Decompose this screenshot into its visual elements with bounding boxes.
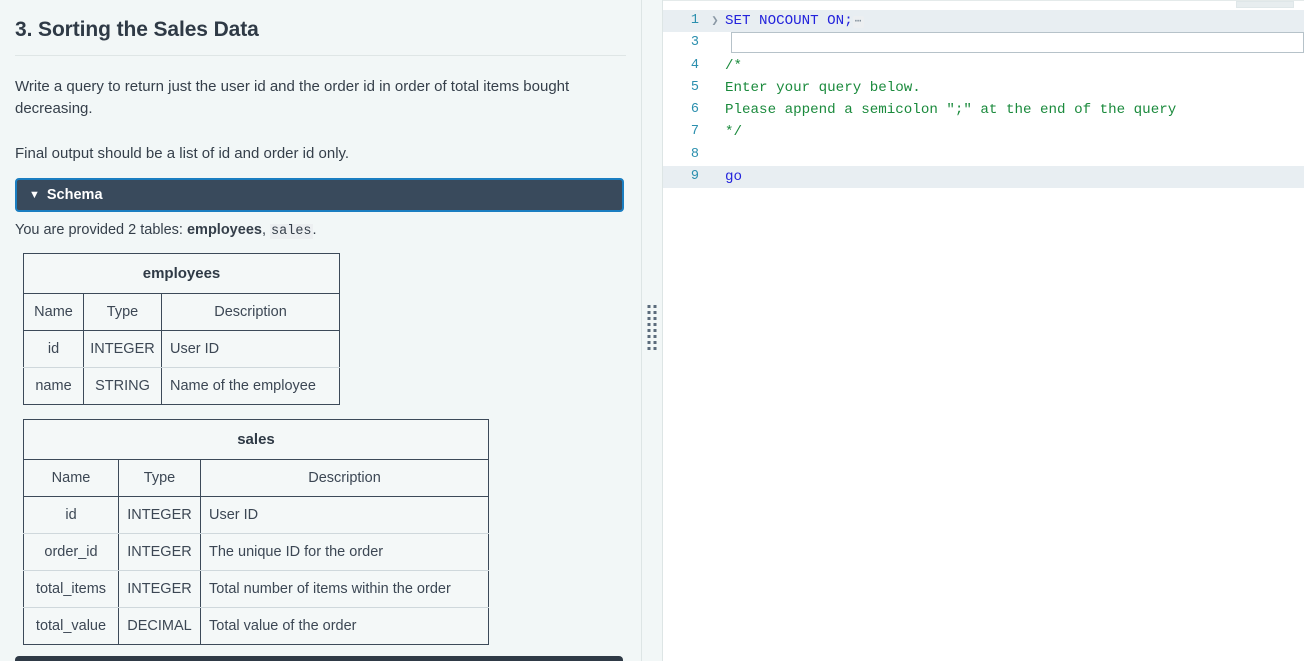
title-divider	[15, 55, 626, 56]
pane-resize-handle[interactable]	[641, 0, 663, 661]
problem-statement-paragraph-2: Final output should be a list of id and …	[15, 145, 350, 162]
cell-column-type: DECIMAL	[118, 607, 201, 645]
schema-accordion-label: Schema	[46, 187, 103, 203]
column-header-type: Type	[118, 459, 201, 497]
cell-column-type: INTEGER	[118, 570, 201, 608]
column-header-description: Description	[160, 293, 341, 331]
cell-column-name: id	[23, 496, 119, 534]
folded-region-ellipsis[interactable]: ⋯	[852, 15, 865, 28]
cell-column-name: total_items	[23, 570, 119, 608]
line-number: 8	[690, 146, 699, 162]
cell-column-description: Total number of items within the order	[200, 570, 489, 608]
drag-grip-icon	[647, 304, 657, 357]
table-row: total_items INTEGER Total number of item…	[23, 570, 489, 608]
cell-column-type: INTEGER	[83, 330, 162, 368]
code-line-text[interactable]: Please append a semicolon ";" at the end…	[725, 102, 1177, 119]
code-line[interactable]: 3	[663, 32, 1304, 54]
line-number: 1	[690, 13, 699, 28]
cell-column-name: total_value	[23, 607, 119, 645]
schema-intro-suffix: .	[312, 222, 317, 238]
cell-column-name: order_id	[23, 533, 119, 571]
sql-code-editor-pane[interactable]: 1 ❯ SET NOCOUNT ON;⋯ 3 4 /* 5 Enter your…	[663, 0, 1304, 661]
schema-table-employees: employees Name Type Description id INTEG…	[22, 253, 341, 405]
line-number: 4	[690, 57, 699, 73]
column-header-name: Name	[23, 293, 84, 331]
code-line[interactable]: 9 go	[663, 166, 1304, 189]
column-header-description: Description	[200, 459, 489, 497]
next-accordion-header[interactable]	[15, 656, 623, 661]
code-line-text[interactable]: */	[725, 124, 743, 141]
code-line[interactable]: 4 /*	[663, 55, 1304, 77]
cell-column-description: The unique ID for the order	[200, 533, 489, 571]
schema-table-title: sales	[23, 419, 489, 460]
table-row: id INTEGER User ID	[23, 496, 489, 534]
cell-column-description: User ID	[160, 330, 341, 368]
column-header-type: Type	[83, 293, 162, 331]
schema-intro-text: You are provided 2 tables: employees, sa…	[0, 212, 641, 239]
cell-column-type: INTEGER	[118, 496, 201, 534]
line-number: 9	[690, 169, 699, 185]
line-number: 7	[690, 124, 699, 140]
table-header-row: Name Type Description	[23, 293, 341, 331]
schema-table-title: employees	[22, 253, 341, 294]
table-row: order_id INTEGER The unique ID for the o…	[23, 533, 489, 571]
line-number: 3	[690, 35, 699, 51]
schema-intro-separator: ,	[261, 222, 271, 238]
cell-column-type: STRING	[83, 367, 162, 405]
cell-column-description: Name of the employee	[160, 367, 341, 405]
code-editor-lines[interactable]: 1 ❯ SET NOCOUNT ON;⋯ 3 4 /* 5 Enter your…	[663, 1, 1304, 189]
query-input-line[interactable]	[731, 32, 1304, 54]
code-line[interactable]: 5 Enter your query below.	[663, 77, 1304, 99]
table-row: name STRING Name of the employee	[23, 367, 341, 405]
fold-collapsed-icon[interactable]: ❯	[711, 14, 719, 28]
table-caption-row: employees	[22, 253, 341, 294]
code-line-text[interactable]: go	[725, 169, 743, 186]
cell-column-name: name	[23, 367, 84, 405]
line-number: 5	[690, 79, 699, 95]
cell-column-description: Total value of the order	[200, 607, 489, 645]
cell-column-description: User ID	[200, 496, 489, 534]
editor-minimap-stub	[1236, 1, 1294, 8]
problem-description-pane: 3. Sorting the Sales Data Write a query …	[0, 0, 641, 661]
cell-column-name: id	[23, 330, 84, 368]
schema-intro-table-sales: sales	[270, 224, 313, 239]
schema-intro-table-employees: employees	[186, 222, 262, 238]
code-token-keyword: SET NOCOUNT ON;	[725, 12, 853, 29]
line-number: 6	[690, 102, 699, 118]
code-line-text[interactable]: Enter your query below.	[725, 79, 921, 96]
table-row: total_value DECIMAL Total value of the o…	[23, 607, 489, 645]
table-row: id INTEGER User ID	[23, 330, 341, 368]
problem-statement-paragraph-1: Write a query to return just the user id…	[15, 78, 570, 117]
code-line-text[interactable]: /*	[725, 57, 743, 74]
code-line[interactable]: 6 Please append a semicolon ";" at the e…	[663, 99, 1304, 121]
chevron-down-icon: ▼	[29, 188, 40, 201]
schema-intro-prefix: You are provided 2 tables:	[15, 222, 187, 238]
code-line[interactable]: 8	[663, 144, 1304, 166]
code-line[interactable]: 1 ❯ SET NOCOUNT ON;⋯	[663, 10, 1304, 33]
code-line[interactable]: 7 */	[663, 121, 1304, 143]
schema-table-sales: sales Name Type Description id INTEGER U…	[23, 419, 489, 645]
table-caption-row: sales	[23, 419, 489, 460]
code-line-text[interactable]: SET NOCOUNT ON;⋯	[723, 10, 1304, 33]
schema-accordion-header[interactable]: ▼ Schema	[15, 178, 624, 212]
cell-column-type: INTEGER	[118, 533, 201, 571]
page-title: 3. Sorting the Sales Data	[15, 18, 259, 41]
column-header-name: Name	[23, 459, 119, 497]
table-header-row: Name Type Description	[23, 459, 489, 497]
